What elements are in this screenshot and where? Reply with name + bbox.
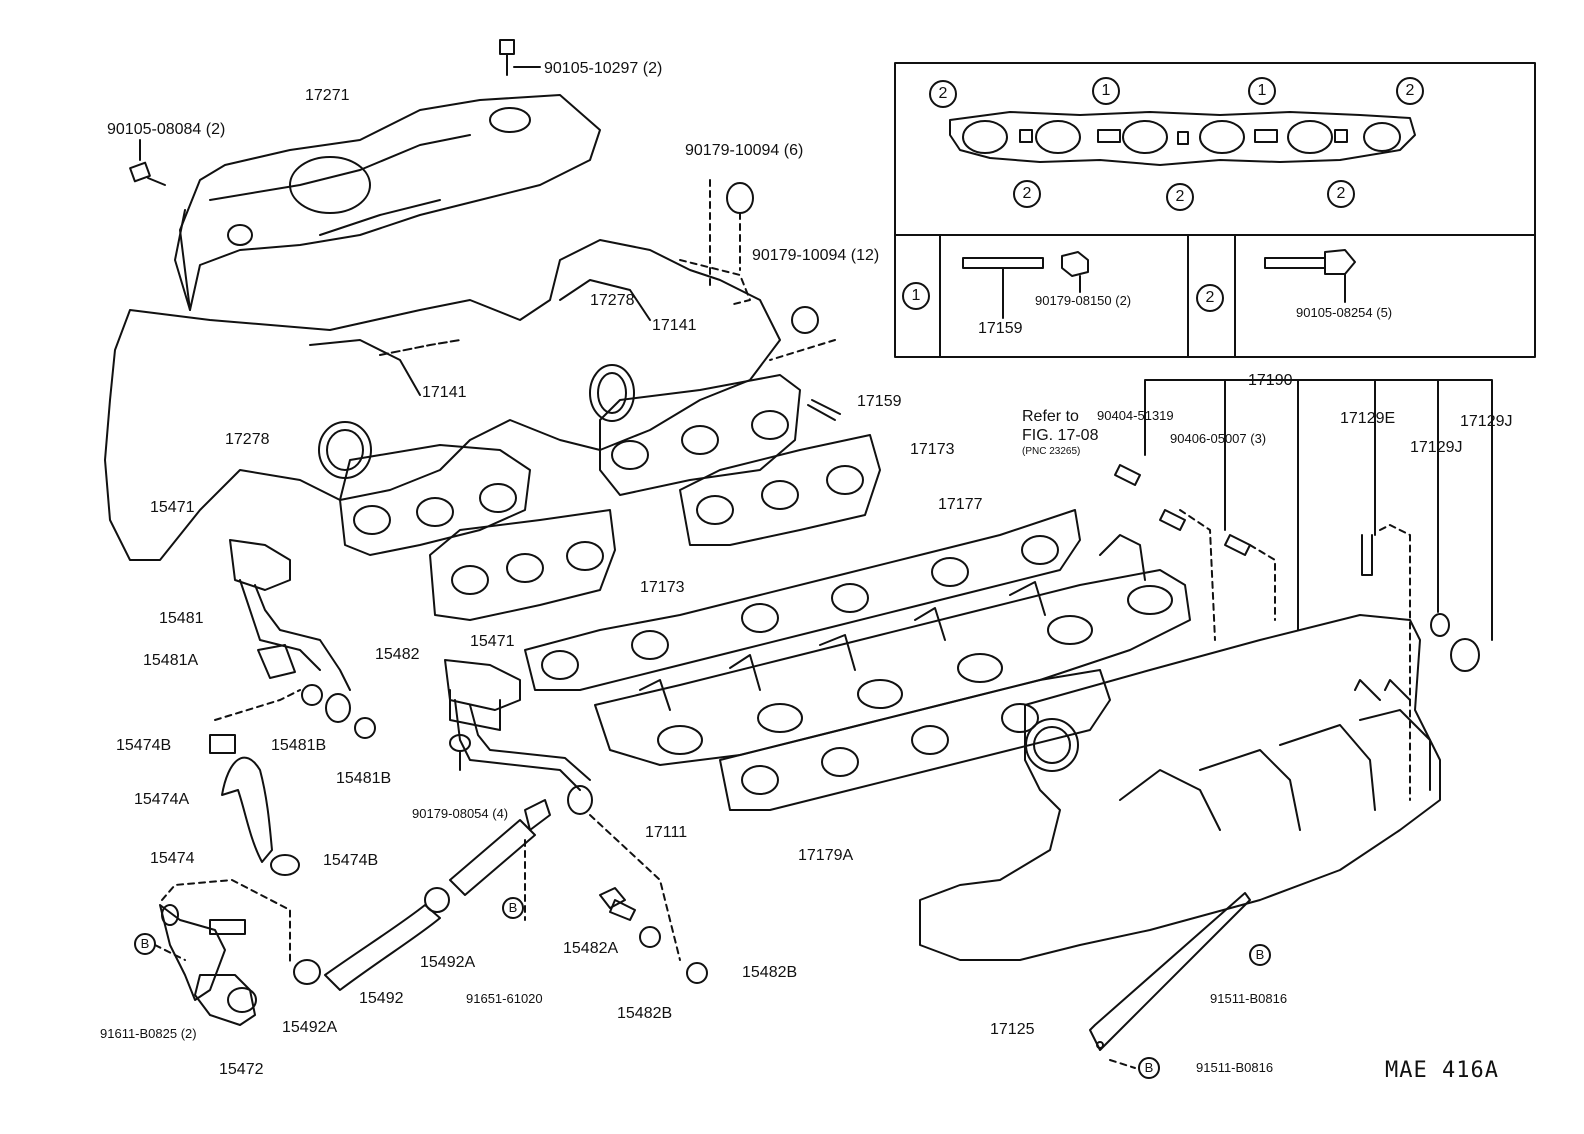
marker-b: B xyxy=(1249,944,1271,966)
inset-marker: 2 xyxy=(929,80,957,108)
part-label: 15481B xyxy=(336,770,392,787)
inset-label: 90105-08254 (5) xyxy=(1296,305,1393,320)
part-label: 90179-10094 (6) xyxy=(685,142,804,159)
nut-icon xyxy=(709,179,836,361)
part-label: 17141 xyxy=(652,317,697,334)
part-label: 17111 xyxy=(645,824,688,841)
part-label: 17125 xyxy=(990,1021,1035,1038)
gasket-ring-icon xyxy=(639,926,708,984)
part-label: 90404-51319 xyxy=(1097,408,1174,423)
part-label: 17173 xyxy=(640,579,685,596)
fitting-icon xyxy=(1114,464,1480,672)
part-label: 17129J xyxy=(1410,439,1463,456)
bolt-small-icon xyxy=(449,734,471,771)
inset-label: 17159 xyxy=(978,320,1023,337)
part-label: 15492 xyxy=(359,990,404,1007)
part-label: 91651-61020 xyxy=(466,991,543,1006)
bypass-pipe-15481-icon xyxy=(229,539,376,739)
nut-detail-icon xyxy=(1061,251,1089,293)
refer-line-1: Refer to xyxy=(1022,408,1079,425)
part-label: 17190 xyxy=(1248,372,1293,389)
part-label: 15482 xyxy=(375,646,420,663)
hose-15474a-icon xyxy=(209,734,300,876)
pipe-15482-icon xyxy=(444,659,593,815)
stay-bracket-icon xyxy=(1089,892,1251,1051)
part-label: 90406-05007 (3) xyxy=(1170,431,1267,446)
part-label: 15474A xyxy=(134,791,190,808)
part-label: 17278 xyxy=(590,292,635,309)
part-label: 90179-10094 (12) xyxy=(752,247,880,264)
part-label: 15472 xyxy=(219,1061,264,1078)
union-bolt-icon xyxy=(257,644,296,679)
marker-b: B xyxy=(1138,1057,1160,1079)
stud-icon xyxy=(807,399,841,421)
refer-line-3: (PNC 23265) xyxy=(1022,446,1081,457)
diagram-code: MAE 416A xyxy=(1385,1058,1499,1083)
part-label: 15492A xyxy=(420,954,476,971)
part-label: 17129J xyxy=(1460,413,1513,430)
intake-gasket-17177-icon xyxy=(524,509,1081,691)
part-label: 15481A xyxy=(143,652,199,669)
water-outlet-15474-icon xyxy=(154,879,291,1026)
part-label: 17173 xyxy=(910,441,955,458)
part-label: 15474B xyxy=(323,852,379,869)
intake-gasket-detail-icon xyxy=(949,111,1416,166)
inset-marker: 2 xyxy=(1166,183,1194,211)
stud-detail-icon xyxy=(962,257,1044,319)
marker-b: B xyxy=(502,897,524,919)
manifold-gasket-right-icon xyxy=(599,374,801,496)
leader-lines xyxy=(1144,379,1493,801)
part-label: 90179-08054 (4) xyxy=(412,806,509,821)
manifold-gasket-17173-left-icon xyxy=(429,509,616,621)
part-label: 90105-08084 (2) xyxy=(107,121,226,138)
part-label: 91511-B0816 xyxy=(1196,1060,1274,1075)
marker-b: B xyxy=(134,933,156,955)
part-label: 17278 xyxy=(225,431,270,448)
bolt-icon xyxy=(129,139,166,186)
hose-15492-icon xyxy=(293,799,551,991)
upper-intake-manifold-icon xyxy=(919,614,1441,961)
part-label: 15492A xyxy=(282,1019,338,1036)
part-label: 17129E xyxy=(1340,410,1396,427)
bolt-icon xyxy=(499,39,541,76)
engine-cover-icon xyxy=(174,94,601,311)
inset-marker: 1 xyxy=(1092,77,1120,105)
part-label: 17179A xyxy=(798,847,854,864)
inset-marker: 2 xyxy=(1327,180,1355,208)
refer-line-2: FIG. 17-08 xyxy=(1022,427,1099,444)
part-label: 15471 xyxy=(470,633,515,650)
part-label: 15474 xyxy=(150,850,195,867)
manifold-gasket-left-icon xyxy=(339,444,531,556)
part-label: 17271 xyxy=(305,87,350,104)
part-label: 15481B xyxy=(271,737,327,754)
part-label: 15482B xyxy=(617,1005,673,1022)
inset-marker: 2 xyxy=(1013,180,1041,208)
inset-row-marker: 1 xyxy=(902,282,930,310)
inset-label: 90179-08150 (2) xyxy=(1035,293,1132,308)
intake-gasket-17179a-icon xyxy=(719,669,1111,811)
inset-marker: 1 xyxy=(1248,77,1276,105)
part-label: 15482A xyxy=(563,940,619,957)
part-label: 17177 xyxy=(938,496,983,513)
manifold-gasket-17173-right-icon xyxy=(679,434,881,546)
dashed-guides xyxy=(214,689,1136,1069)
detail-inset-frame xyxy=(894,62,1536,358)
part-label: 17141 xyxy=(422,384,467,401)
part-label: 90105-10297 (2) xyxy=(544,60,663,77)
part-label: 15481 xyxy=(159,610,204,627)
bolt-15482a-icon xyxy=(599,887,636,921)
part-label: 15482B xyxy=(742,964,798,981)
engine-block-icon xyxy=(104,239,781,561)
part-label: 15471 xyxy=(150,499,195,516)
inset-row-marker: 2 xyxy=(1196,284,1224,312)
part-label: 91511-B0816 xyxy=(1210,991,1288,1006)
part-label: 91611-B0825 (2) xyxy=(100,1026,197,1041)
part-label: 15474B xyxy=(116,737,172,754)
bolt-detail-icon xyxy=(1264,249,1356,303)
inset-marker: 2 xyxy=(1396,77,1424,105)
lower-intake-manifold-icon xyxy=(594,534,1191,766)
part-label: 17159 xyxy=(857,393,902,410)
